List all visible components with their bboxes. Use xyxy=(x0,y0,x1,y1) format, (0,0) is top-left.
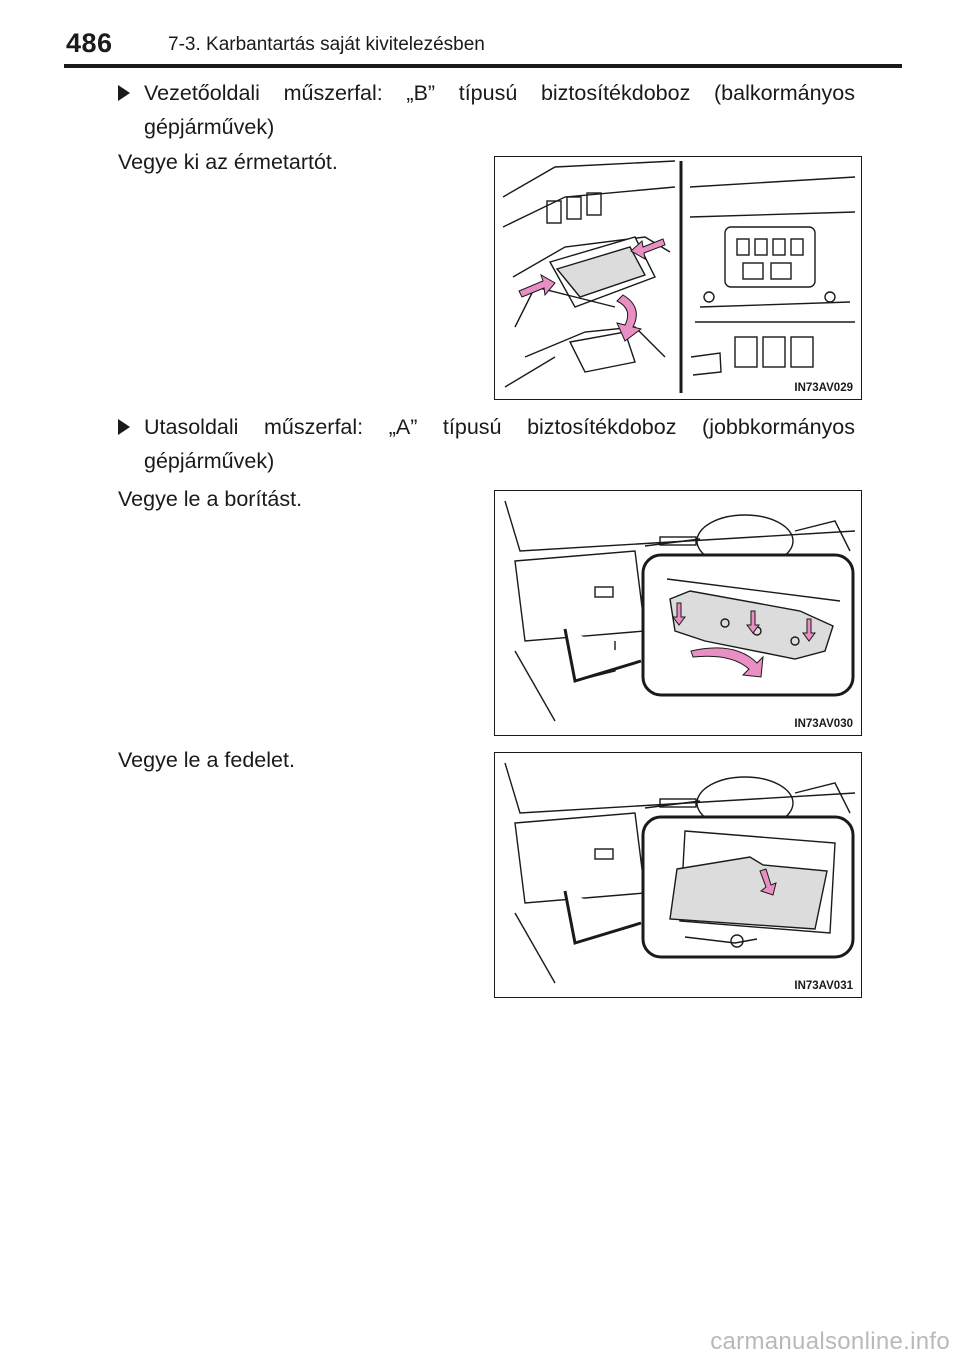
instruction-remove-coin-holder: Vegye ki az érmetartót. xyxy=(118,150,338,174)
figure-cover-removal: IN73AV030 xyxy=(494,490,862,736)
bullet-item-driver-side: Vezetőoldali műszerfal: „B” típusú bizto… xyxy=(118,76,855,144)
figure-code: IN73AV030 xyxy=(794,718,853,730)
illustration-passenger-dashboard-lid xyxy=(504,762,856,984)
figure-code: IN73AV029 xyxy=(794,382,853,394)
figure-code: IN73AV031 xyxy=(794,980,853,992)
instruction-remove-cover: Vegye le a borítást. xyxy=(118,487,303,511)
section-title: 7-3. Karbantartás saját kivitelezésben xyxy=(168,34,485,55)
figure-lid-removal: IN73AV031 xyxy=(494,752,862,998)
header-divider xyxy=(64,64,902,68)
bullet-item-passenger-side: Utasoldali műszerfal: „A” típusú biztosí… xyxy=(118,410,855,478)
watermark: carmanualsonline.info xyxy=(710,1328,950,1355)
triangle-bullet-icon xyxy=(118,419,130,435)
figure-coin-holder-removal: IN73AV029 xyxy=(494,156,862,400)
page-number: 486 xyxy=(66,28,113,58)
triangle-bullet-icon xyxy=(118,85,130,101)
instruction-remove-lid: Vegye le a fedelet. xyxy=(118,748,295,772)
bullet-text: Vezetőoldali műszerfal: „B” típusú bizto… xyxy=(144,81,855,139)
illustration-passenger-dashboard-cover xyxy=(504,500,856,722)
illustration-driver-dashboard xyxy=(502,160,856,393)
bullet-text: Utasoldali műszerfal: „A” típusú biztosí… xyxy=(144,415,855,473)
